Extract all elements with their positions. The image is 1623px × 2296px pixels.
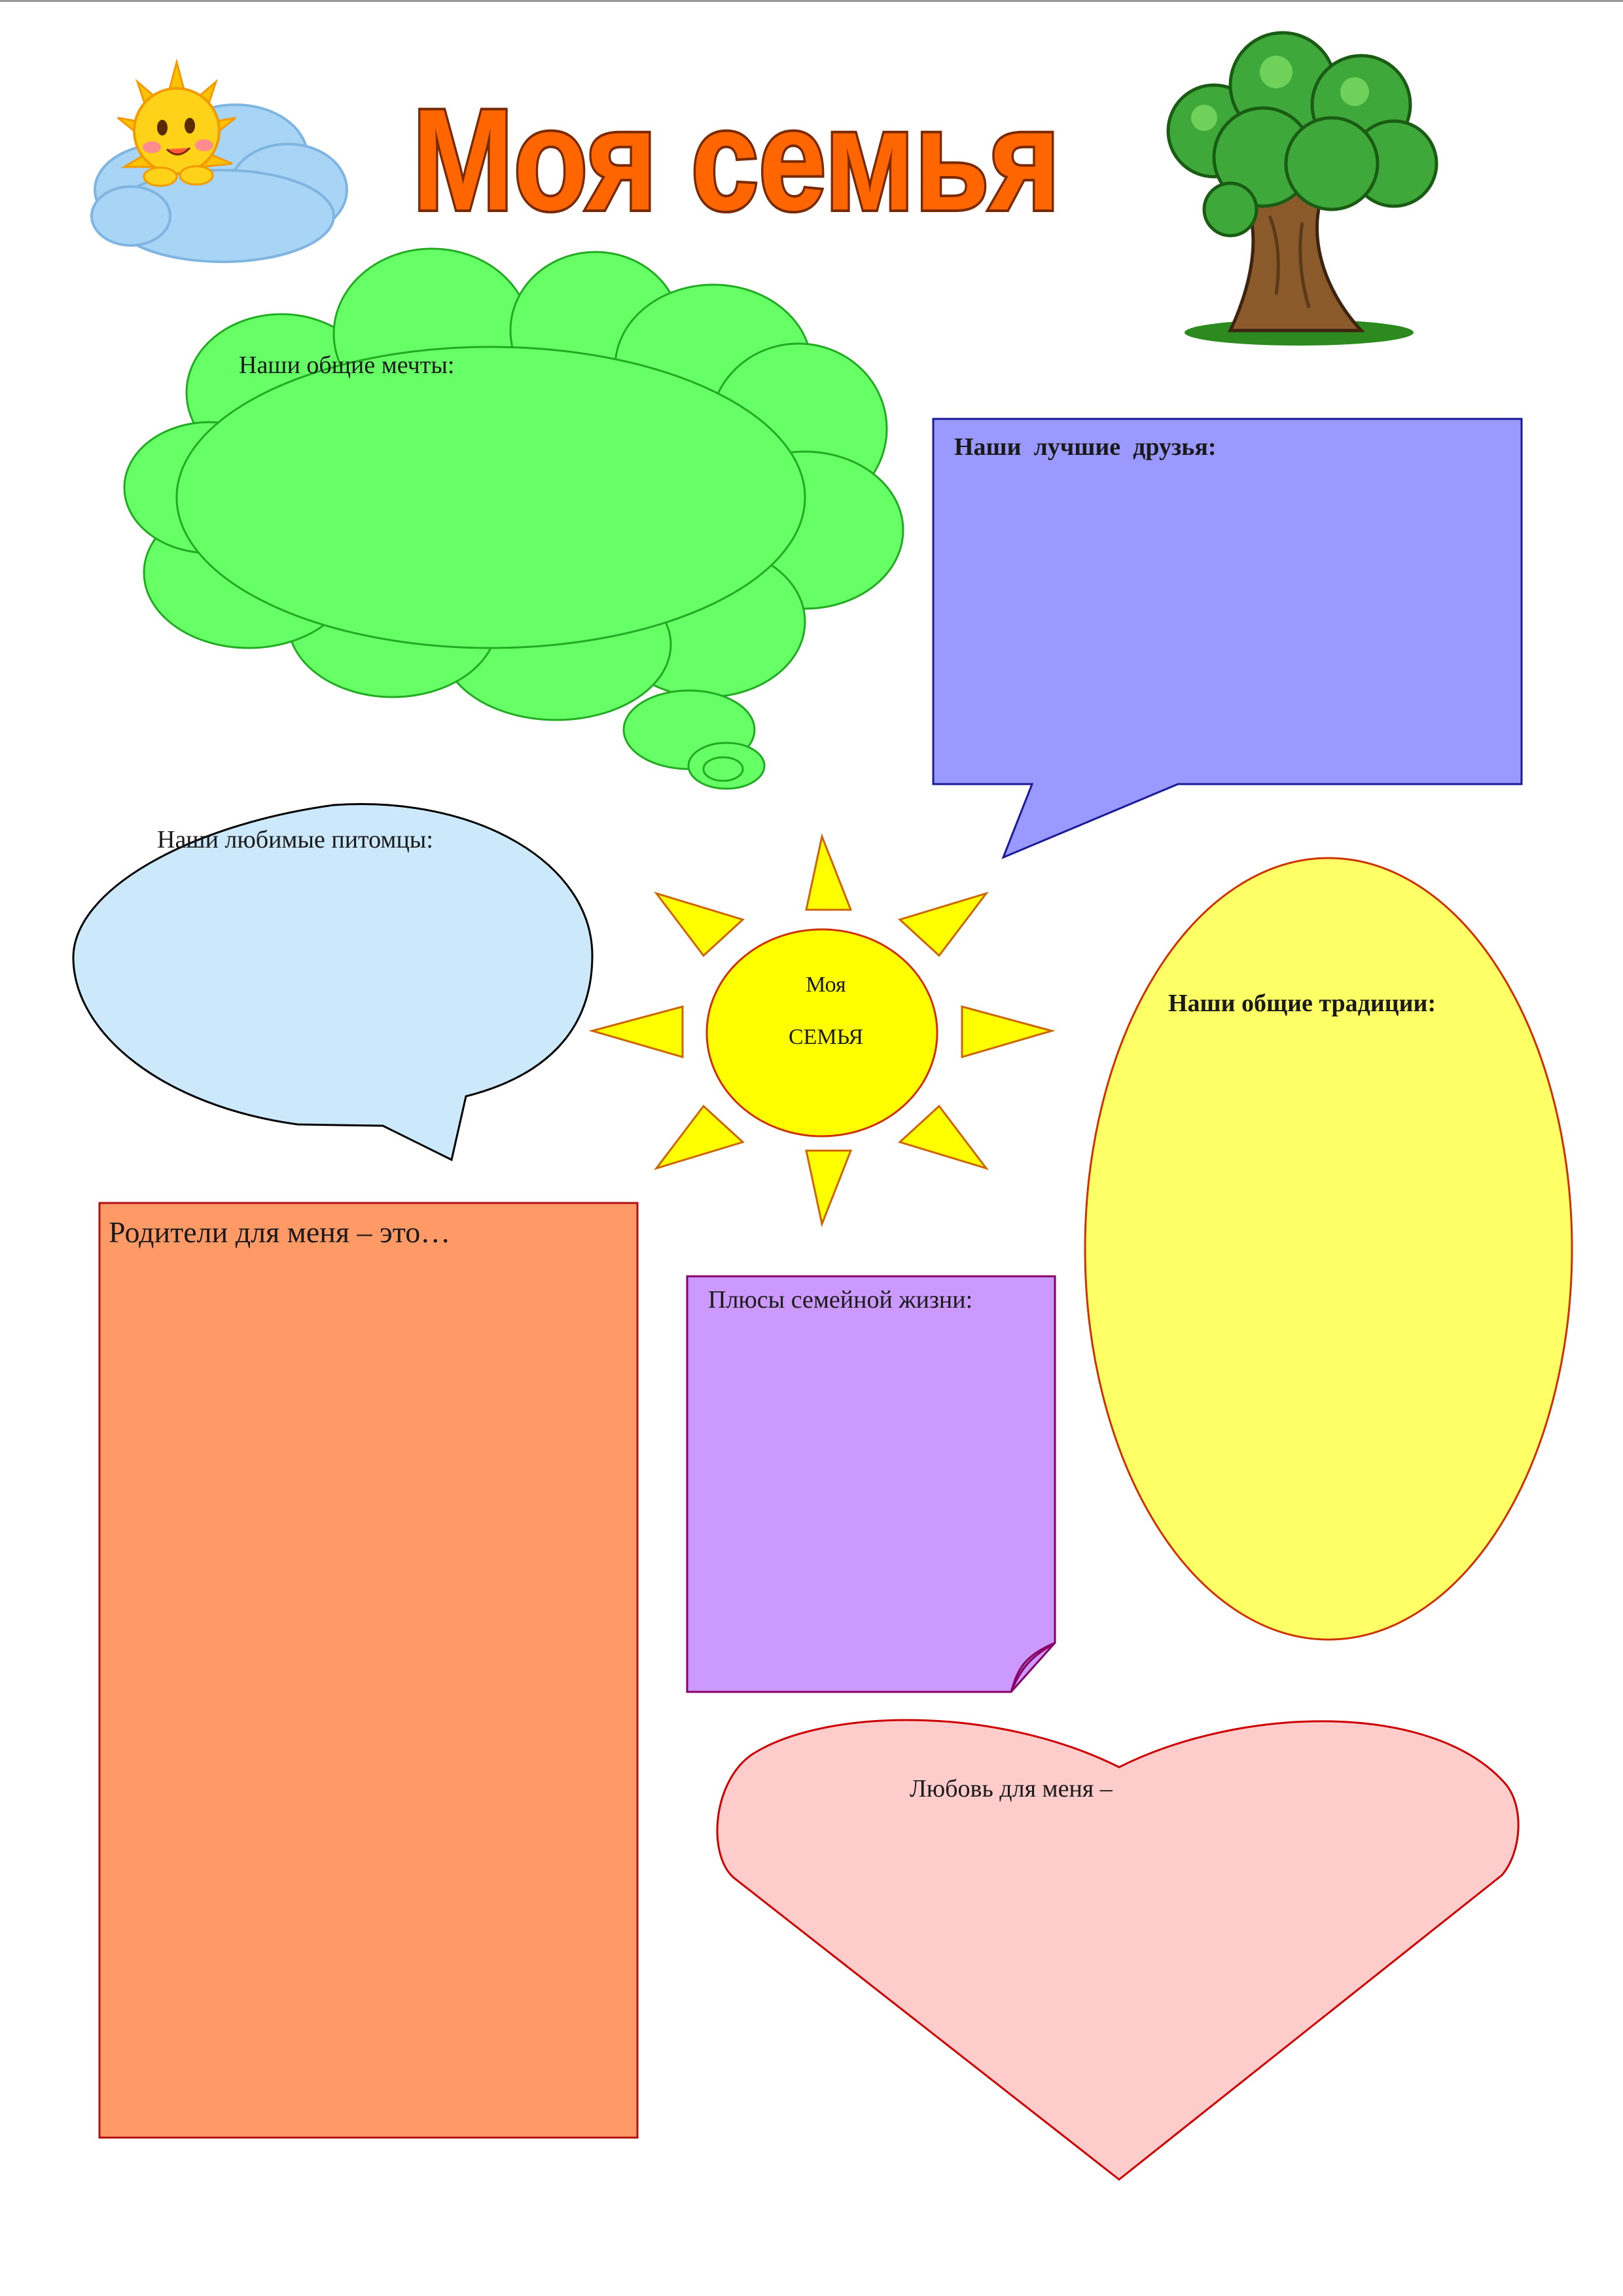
friends-label: Наши лучшие друзья: [954,433,1217,461]
sun-label-line2: СЕМЬЯ [789,1025,863,1049]
sun-center: Моя СЕМЬЯ [588,833,1056,1228]
love-label: Любовь для меня – [910,1775,1113,1803]
parents-label: Родители для меня – это… [109,1215,450,1249]
dreams-label: Наши общие мечты: [239,351,454,379]
parents-box[interactable]: Родители для меня – это… [98,1202,639,2139]
top-border [0,0,1623,2]
pets-speech-bubble[interactable]: Наши любимые питомцы: [72,803,594,1162]
family-pluses-label: Плюсы семейной жизни: [708,1286,972,1314]
love-heart[interactable]: Любовь для меня – [716,1719,1520,2181]
family-pluses-note[interactable]: Плюсы семейной жизни: [686,1275,1056,1693]
dreams-thought-cloud[interactable]: Наши общие мечты: [123,247,904,790]
sun-label-line1: Моя [806,973,846,997]
traditions-ellipse[interactable]: Наши общие традиции: [1084,857,1573,1641]
sun-on-cloud-icon [90,58,348,263]
pets-label: Наши любимые питомцы: [157,826,433,853]
friends-callout[interactable]: Наши лучшие друзья: [932,418,1523,859]
traditions-label: Наши общие традиции: [1168,990,1436,1017]
page-title: Моя семья [412,79,1060,240]
tree-icon [1166,31,1438,346]
